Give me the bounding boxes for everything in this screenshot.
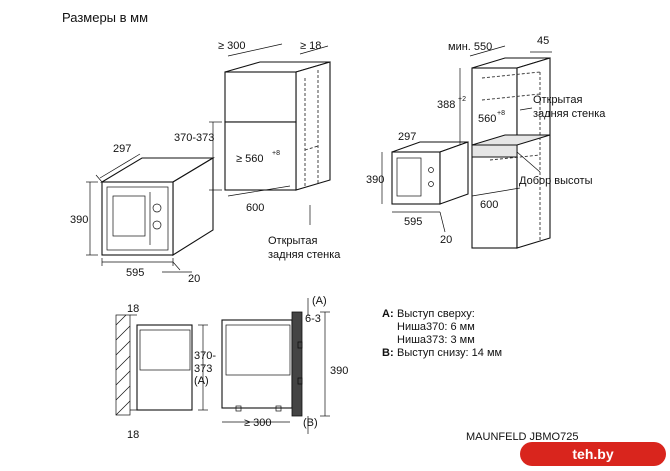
dim-560-cabinet: 560 xyxy=(478,113,496,125)
dim-20-cabinet: 20 xyxy=(440,234,452,246)
marker-b: (B) xyxy=(303,417,318,429)
dim-300: ≥ 300 xyxy=(218,40,245,52)
dim-390: 390 xyxy=(70,214,88,226)
dim-390-side: 390 xyxy=(330,365,348,377)
microwave-front-view xyxy=(100,157,215,256)
legend-a-line1: Ниша370: 6 мм xyxy=(397,321,475,333)
dim-18: ≥ 18 xyxy=(300,40,321,52)
dim-388-tolerance: +2 xyxy=(458,96,466,103)
watermark-badge: teh.by xyxy=(520,442,666,466)
dim-600-cabinet: 600 xyxy=(480,199,498,211)
dim-45: 45 xyxy=(537,35,549,47)
dim-20: 20 xyxy=(188,273,200,285)
dim-18-bottom: 18 xyxy=(127,429,139,441)
legend-b-label: B: xyxy=(382,347,394,359)
height-addon-label: Добор высоты xyxy=(519,175,593,187)
legend-a-label: A: xyxy=(382,308,394,320)
dim-560-cabinet-tolerance: +8 xyxy=(497,110,505,117)
installed-side-view xyxy=(221,311,303,417)
open-back-label-1: Открытая xyxy=(268,235,317,247)
dim-a-section: (A) xyxy=(194,375,209,387)
microwave-side-view xyxy=(391,141,469,205)
open-back-right-2: задняя стенка xyxy=(533,108,606,120)
open-back-label-2: задняя стенка xyxy=(268,249,341,261)
dim-560-tolerance: +8 xyxy=(272,150,280,157)
page-title: Размеры в мм xyxy=(62,10,148,25)
tall-cabinet-view xyxy=(471,57,551,249)
dim-300-side: ≥ 300 xyxy=(244,417,271,429)
dim-370-373: 370-373 xyxy=(174,132,214,144)
dim-297-cabinet: 297 xyxy=(398,131,416,143)
dim-560: ≥ 560 xyxy=(236,153,263,165)
dim-390-cabinet: 390 xyxy=(366,174,384,186)
marker-a: (A) xyxy=(312,295,327,307)
dim-600: 600 xyxy=(246,202,264,214)
niche-view xyxy=(224,61,331,191)
dim-373-section: 373 xyxy=(194,363,212,375)
legend: A: Выступ сверху: Ниша370: 6 мм Ниша373:… xyxy=(382,308,502,359)
dim-6-3: 6-3 xyxy=(305,313,321,325)
dim-370-section: 370- xyxy=(194,350,216,362)
dim-388: 388 xyxy=(437,99,455,111)
dim-18-top: 18 xyxy=(127,303,139,315)
dim-297: 297 xyxy=(113,143,131,155)
side-section-view xyxy=(115,314,193,416)
dim-595-cabinet: 595 xyxy=(404,216,422,228)
legend-b-text: Выступ снизу: 14 мм xyxy=(397,347,502,359)
legend-a-text: Выступ сверху: xyxy=(397,308,475,320)
dim-min-550: мин. 550 xyxy=(448,41,492,53)
dim-595: 595 xyxy=(126,267,144,279)
legend-a-line2: Ниша373: 3 мм xyxy=(397,334,475,346)
model-name: MAUNFELD JBMO725 xyxy=(466,431,578,443)
open-back-right-1: Открытая xyxy=(533,94,582,106)
